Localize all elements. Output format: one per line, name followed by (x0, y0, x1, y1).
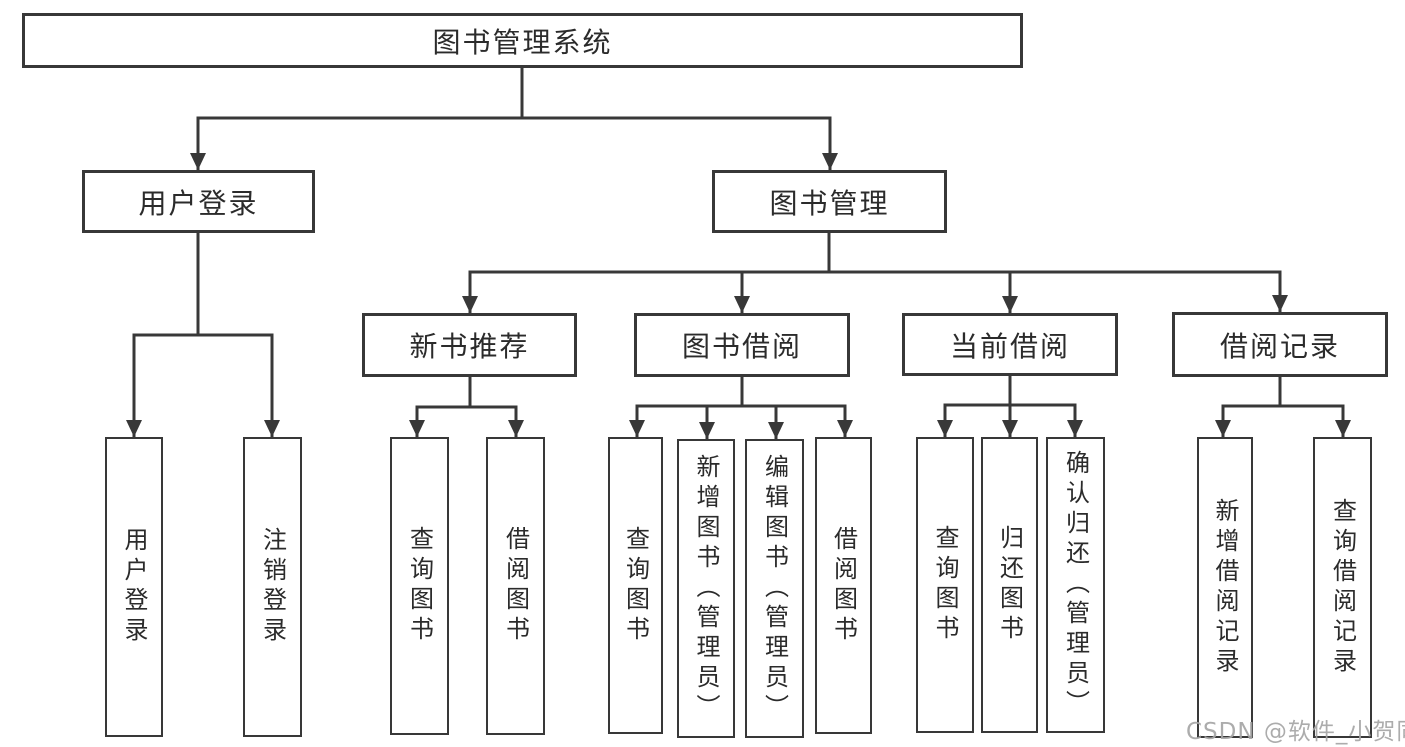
node-leaf-logout: 注销登录 (243, 437, 302, 737)
node-user-login: 用户登录 (82, 170, 315, 233)
node-nbr-borrow-books-label: 借阅图书 (501, 526, 530, 646)
node-root-system-label: 图书管理系统 (432, 25, 613, 59)
node-bb-borrow-books-label: 借阅图书 (829, 525, 858, 646)
connector-root-to-level2 (196, 68, 832, 120)
node-current-borrow-label: 当前借阅 (949, 329, 1070, 363)
node-book-borrow: 图书借阅 (634, 313, 850, 377)
connector-new-book-children (415, 377, 518, 409)
node-nbr-borrow-books: 借阅图书 (486, 437, 545, 735)
node-bb-edit-books-admin: 编辑图书（管理员） (745, 439, 804, 738)
node-nbr-query-books: 查询图书 (390, 437, 449, 735)
node-bb-borrow-books: 借阅图书 (815, 437, 872, 734)
node-new-book-recommend-label: 新书推荐 (409, 330, 530, 363)
node-bb-add-books-admin-label: 新增图书（管理员） (692, 453, 720, 724)
node-bb-add-books-admin: 新增图书（管理员） (677, 439, 735, 738)
node-borrow-records-label: 借阅记录 (1219, 329, 1340, 363)
connector-book-borrow-children (635, 377, 847, 408)
node-nbr-query-books-label: 查询图书 (405, 526, 434, 646)
connector-current-borrow-children (943, 376, 1077, 407)
node-leaf-logout-label: 注销登录 (258, 527, 287, 647)
node-borrow-records: 借阅记录 (1172, 312, 1388, 377)
node-current-borrow: 当前借阅 (902, 313, 1118, 376)
node-cb-return-books: 归还图书 (981, 437, 1038, 733)
node-bb-query-books-label: 查询图书 (621, 525, 650, 646)
node-cb-confirm-return-admin: 确认归还（管理员） (1046, 437, 1105, 733)
node-br-query-record-label: 查询借阅记录 (1328, 497, 1357, 678)
node-user-login-label: 用户登录 (138, 186, 259, 220)
node-root-system: 图书管理系统 (22, 13, 1023, 68)
node-bb-edit-books-admin-label: 编辑图书（管理员） (760, 453, 789, 724)
node-cb-query-books-label: 查询图书 (931, 525, 959, 645)
node-bb-query-books: 查询图书 (608, 437, 663, 734)
node-book-borrow-label: 图书借阅 (681, 330, 802, 363)
connector-user-login-children (132, 233, 274, 337)
node-br-add-record: 新增借阅记录 (1197, 437, 1253, 738)
node-leaf-user-login-label: 用户登录 (120, 527, 148, 647)
node-br-query-record: 查询借阅记录 (1313, 437, 1372, 738)
node-br-add-record-label: 新增借阅记录 (1211, 497, 1239, 678)
node-book-management: 图书管理 (712, 170, 947, 233)
node-leaf-user-login: 用户登录 (105, 437, 163, 737)
node-new-book-recommend: 新书推荐 (362, 313, 577, 377)
csdn-watermark: CSDN @软件_小贺同学 (1186, 719, 1405, 745)
node-cb-query-books: 查询图书 (916, 437, 974, 733)
node-book-management-label: 图书管理 (769, 186, 890, 220)
node-cb-confirm-return-admin-label: 确认归还（管理员） (1061, 450, 1090, 720)
node-cb-return-books-label: 归还图书 (995, 525, 1024, 645)
connector-borrow-records-children (1221, 377, 1345, 408)
connector-book-management-level3 (468, 233, 1282, 274)
